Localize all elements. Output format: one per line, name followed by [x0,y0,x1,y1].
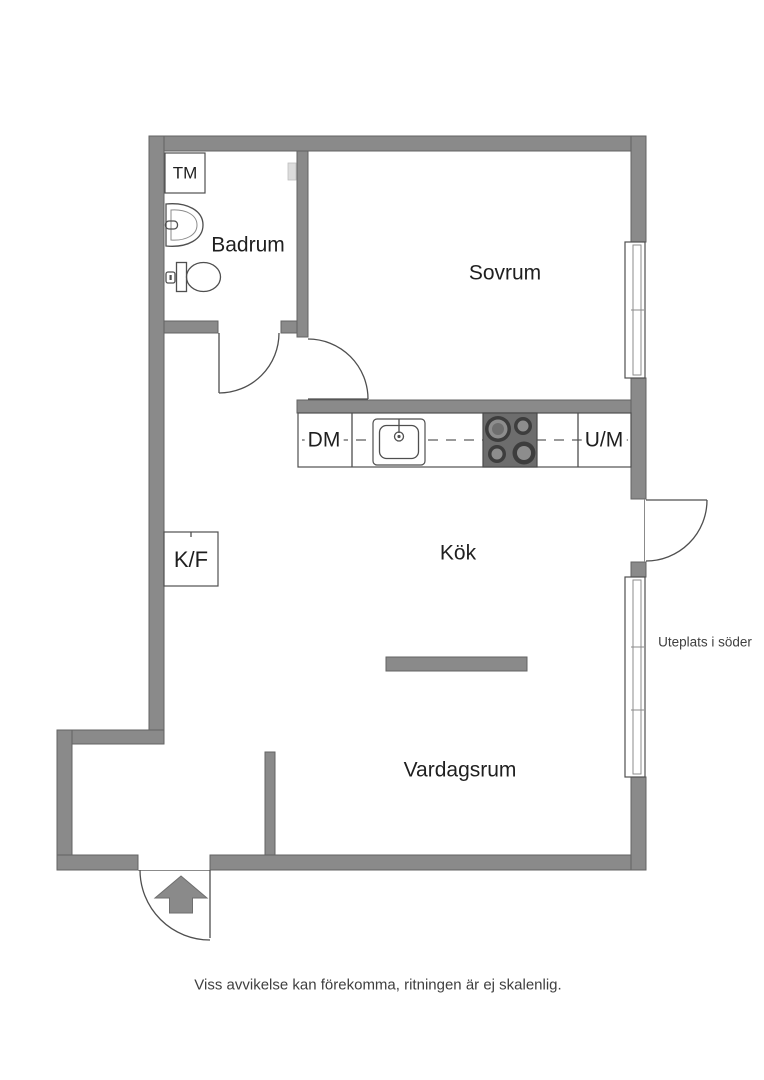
bedroom-door [307,338,369,400]
wall-right-b [630,377,647,500]
burner [517,420,529,432]
label-uteplats: Uteplats i söder [658,634,752,650]
wall-bath-bottom-stub [280,320,298,334]
toilet-button [165,271,176,284]
window-glass-line [632,579,642,775]
basin-outer [165,203,204,247]
bedroom-window [624,241,646,379]
room-label-vardagsrum: Vardagsrum [403,758,517,782]
label-fridge-freezer: K/F [173,547,209,572]
wall-right-a [630,135,647,243]
door-swing-arc [139,869,211,941]
wall-alcove-top [56,729,165,745]
bathroom-fixtures [164,152,297,293]
walls [56,135,647,871]
stove-icon [482,412,538,468]
half-wall-island [385,656,528,672]
wall-top [148,135,647,152]
sink-faucet-dot [397,434,401,439]
fridge-freezer-icon [163,531,219,587]
wall-right-c [630,561,647,578]
washing-machine-box [164,152,206,194]
disclaimer-text: Viss avvikelse kan förekomma, ritningen … [194,976,562,994]
toilet-tank [175,261,188,293]
sink-icon [372,418,426,466]
room-label-kok: Kök [439,541,477,565]
wall-bottom-left [56,854,139,871]
balcony-door [644,499,708,562]
wall-living-stub [264,751,276,856]
room-label-sovrum: Sovrum [468,261,542,285]
bathroom-door [218,332,280,394]
door-swing-arc [645,499,708,562]
toilet-button-mark [169,275,172,280]
room-label-badrum: Badrum [211,233,285,257]
toilet-bowl [185,261,222,293]
burner [491,448,503,460]
window-frame [624,576,646,778]
label-oven-micro: U/M [581,429,627,451]
wall-right-d [630,776,647,871]
basin-faucet [164,220,179,230]
label-washing-machine: TM [172,163,198,183]
toilet-icon [165,261,222,293]
livingroom-window [624,576,646,778]
burner [517,446,531,460]
wall-bath-bottom [163,320,219,334]
burner [492,423,504,435]
wall-bath-bedroom-divider [296,150,309,338]
label-dishwasher: DM [304,429,344,451]
wall-left-lower [56,729,73,871]
wall-bedroom-bottom [296,399,632,414]
wall-vent-marker [287,162,297,181]
wall-bottom-main [209,854,647,871]
door-swing-arc [218,332,280,394]
kitchen-counter [297,412,632,468]
sink-faucet [393,431,405,442]
washbasin-icon [164,203,204,247]
basin-inner [170,209,198,241]
wall-left-upper [148,135,165,745]
entry-door [138,869,211,941]
entry-arrow-icon [153,875,209,914]
door-swing-arc [307,338,369,400]
